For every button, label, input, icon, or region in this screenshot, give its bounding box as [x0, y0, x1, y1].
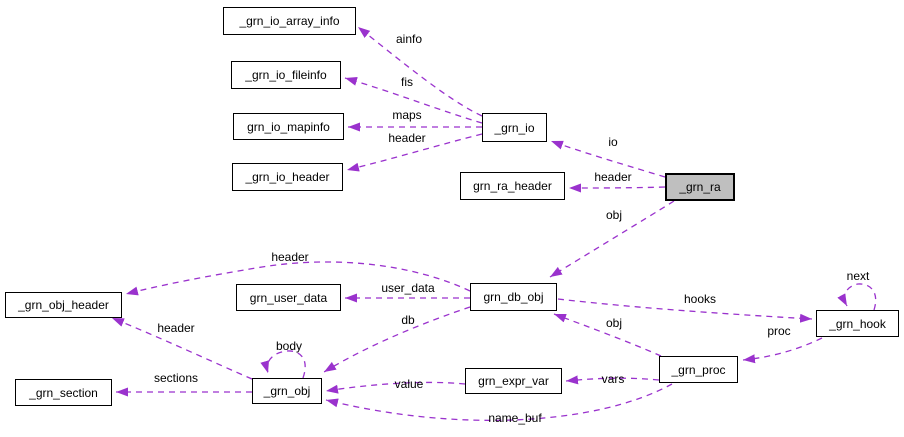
- edge-label-header: header: [388, 131, 425, 145]
- node-label: grn_db_obj: [483, 290, 544, 304]
- node-label: _grn_section: [29, 385, 98, 400]
- node-_grn_ra[interactable]: _grn_ra: [665, 173, 735, 201]
- edge-label-name_buf: name_buf: [488, 411, 542, 425]
- edge-_grn_io-to-_grn_io_header: [346, 133, 483, 172]
- node-_grn_obj_header[interactable]: _grn_obj_header: [5, 292, 122, 318]
- edge-label-hooks: hooks: [684, 292, 716, 306]
- edge-grn_db_obj-to-_grn_obj_header: [125, 261, 471, 296]
- node-label: _grn_io_header: [245, 170, 330, 184]
- edge-_grn_ra-to-grn_db_obj: [549, 200, 675, 278]
- edge-_grn_ra-to-grn_ra_header: [568, 183, 666, 193]
- node-grn_user_data[interactable]: grn_user_data: [236, 284, 341, 311]
- edge-label-header: header: [157, 321, 194, 335]
- edge-label-db: db: [401, 313, 415, 327]
- node-label: _grn_hook: [829, 316, 886, 331]
- node-_grn_obj[interactable]: _grn_obj: [252, 378, 322, 404]
- edge-label-vars: vars: [602, 372, 625, 386]
- edge-label-user_data: user_data: [381, 281, 435, 295]
- edge-_grn_obj-to-_grn_obj: [260, 350, 306, 379]
- node-grn_io_mapinfo[interactable]: grn_io_mapinfo: [233, 113, 344, 140]
- edge-label-header: header: [271, 250, 308, 264]
- node-label: _grn_proc: [671, 362, 726, 377]
- node-_grn_section[interactable]: _grn_section: [15, 379, 112, 406]
- edge-label-value: value: [395, 377, 424, 391]
- edge-label-body: body: [276, 339, 302, 353]
- edge-grn_db_obj-to-_grn_obj: [323, 306, 471, 373]
- node-_grn_io_fileinfo[interactable]: _grn_io_fileinfo: [231, 61, 341, 89]
- edge-grn_expr_var-to-_grn_obj: [325, 381, 466, 394]
- edge-label-proc: proc: [767, 324, 790, 338]
- node-grn_expr_var[interactable]: grn_expr_var: [465, 368, 562, 394]
- node-label: grn_io_mapinfo: [247, 119, 330, 134]
- node-_grn_io[interactable]: _grn_io: [482, 113, 547, 142]
- edge-label-header: header: [594, 170, 631, 184]
- edge-_grn_obj-to-_grn_obj_header: [111, 317, 253, 380]
- edge-label-sections: sections: [154, 371, 198, 385]
- edge-label-io: io: [608, 135, 618, 149]
- node-_grn_hook[interactable]: _grn_hook: [816, 310, 899, 337]
- node-label: grn_user_data: [249, 290, 328, 305]
- node-label: _grn_ra: [679, 180, 721, 194]
- node-_grn_io_array_info[interactable]: _grn_io_array_info: [223, 7, 356, 35]
- edge-_grn_hook-to-_grn_hook: [837, 283, 877, 311]
- edge-grn_db_obj-to-_grn_hook: [557, 298, 813, 323]
- edge-label-obj: obj: [606, 316, 622, 330]
- edge-_grn_io-to-_grn_io_array_info: [357, 26, 483, 117]
- edge-_grn_proc-to-_grn_obj: [325, 383, 673, 422]
- node-grn_db_obj[interactable]: grn_db_obj: [470, 283, 557, 311]
- edge-label-maps: maps: [392, 108, 421, 122]
- node-label: grn_ra_header: [473, 179, 552, 193]
- edge-_grn_ra-to-_grn_io: [550, 140, 666, 178]
- edge-_grn_io-to-_grn_io_fileinfo: [344, 77, 483, 124]
- node-_grn_io_header[interactable]: _grn_io_header: [232, 163, 343, 191]
- node-label: _grn_io_array_info: [239, 14, 340, 28]
- node-_grn_proc[interactable]: _grn_proc: [659, 356, 738, 383]
- edge-_grn_proc-to-grn_expr_var: [565, 375, 660, 385]
- edge-_grn_hook-to-_grn_proc: [742, 337, 823, 364]
- node-label: _grn_io_fileinfo: [245, 68, 327, 82]
- node-label: _grn_io: [494, 120, 535, 135]
- node-grn_ra_header[interactable]: grn_ra_header: [460, 172, 565, 200]
- edge-label-obj: obj: [606, 208, 622, 222]
- edge-_grn_proc-to-grn_db_obj: [553, 313, 662, 357]
- node-label: _grn_obj: [263, 384, 311, 398]
- node-label: grn_expr_var: [478, 374, 549, 388]
- edge-label-fis: fis: [401, 75, 413, 89]
- edge-label-next: next: [847, 269, 870, 283]
- edge-label-ainfo: ainfo: [396, 32, 422, 46]
- node-label: _grn_obj_header: [18, 298, 109, 312]
